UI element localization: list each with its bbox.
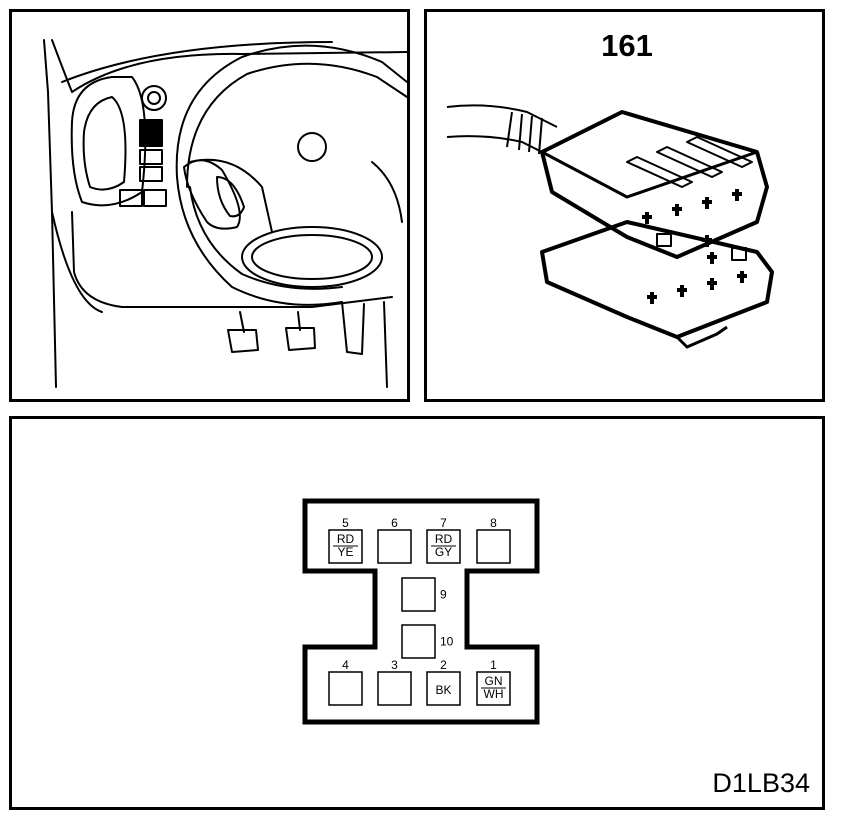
pin-6: 6 [377, 516, 412, 564]
pin-cavity [401, 624, 436, 659]
pin-number: 8 [490, 516, 497, 530]
pin-cavity [377, 529, 412, 564]
pin-cavity [377, 671, 412, 706]
figure-code: D1LB34 [712, 768, 810, 798]
pin-number: 2 [440, 658, 447, 672]
pin-number: 9 [440, 588, 447, 602]
location-illustration-panel [9, 9, 410, 402]
pin-number: 7 [440, 516, 447, 530]
pin-4: 4 [328, 658, 363, 706]
pin-wire-color: WH [484, 687, 504, 701]
pin-cavity [401, 577, 436, 612]
pin-number: 4 [342, 658, 349, 672]
pin-wire-color: GN [485, 674, 503, 688]
pin-9: 9 [401, 577, 447, 612]
pin-wire-color: RD [435, 532, 453, 546]
pin-cavity [476, 529, 511, 564]
connector-drawing [446, 104, 774, 349]
pin-3: 3 [377, 658, 412, 706]
pin-number: 10 [440, 635, 454, 649]
connector-number: 161 [601, 28, 653, 63]
connector-illustration-panel: 161 [424, 9, 825, 402]
pin-8: 8 [476, 516, 511, 564]
pin-wire-color: YE [337, 545, 353, 559]
connector-outline [302, 498, 540, 725]
pin-wire-color: GY [435, 545, 452, 559]
pin-number: 3 [391, 658, 398, 672]
pin-number: 1 [490, 658, 497, 672]
pin-10: 10 [401, 624, 454, 659]
pin-number: 6 [391, 516, 398, 530]
pin-2: 2BK [426, 658, 461, 706]
pin-number: 5 [342, 516, 349, 530]
pin-wire-color: RD [337, 532, 355, 546]
pin-wire-color: BK [435, 683, 451, 697]
dashboard-illustration [43, 39, 407, 388]
pin-cavity [426, 671, 461, 706]
pin-cavity [328, 671, 363, 706]
